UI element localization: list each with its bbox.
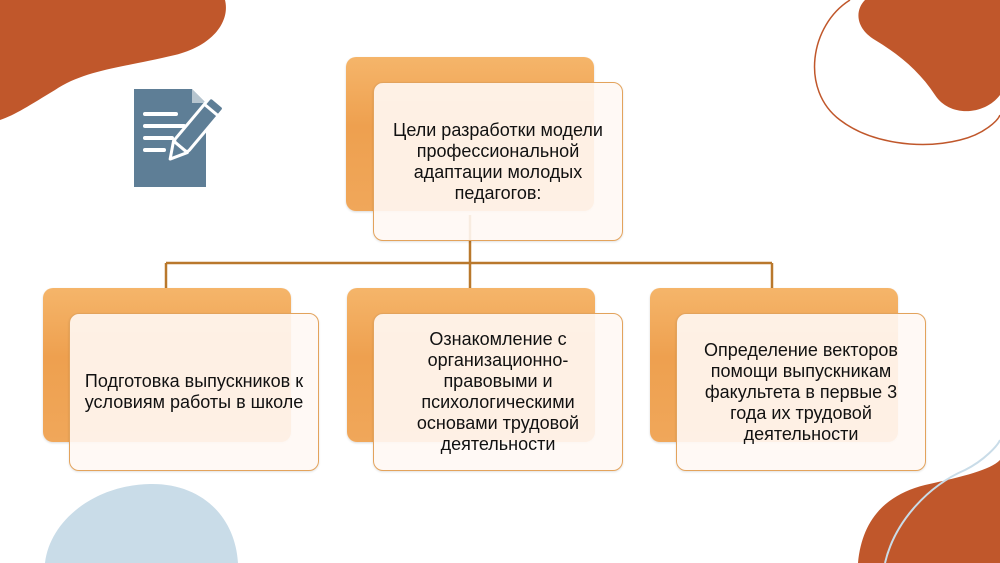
child-node-1: Подготовка выпускников к условиям работы… [43,288,323,473]
root-node: Цели разработки модели профессиональной … [346,57,626,242]
document-pencil-icon [134,89,225,187]
child-node-2-label: Ознакомление с организационно-правовыми … [416,329,580,454]
child-node-2: Ознакомление с организационно-правовыми … [347,288,627,473]
child-node-1-box: Подготовка выпускников к условиям работы… [69,313,319,471]
child-node-3-label: Определение векторов помощи выпускникам … [704,339,898,444]
bottom-right-blob [858,460,1000,563]
top-right-blob [858,0,1000,112]
bottom-right-outline [884,439,1000,563]
top-right-outline [813,0,1000,146]
root-node-box: Цели разработки модели профессиональной … [373,82,623,241]
top-left-blob [0,0,226,120]
child-node-3-box: Определение векторов помощи выпускникам … [676,313,926,471]
child-node-3: Определение векторов помощи выпускникам … [650,288,930,473]
root-node-label: Цели разработки модели профессиональной … [393,119,603,203]
child-node-1-label: Подготовка выпускников к условиям работы… [84,371,304,412]
bottom-left-blob [45,483,238,563]
child-node-2-box: Ознакомление с организационно-правовыми … [373,313,623,471]
